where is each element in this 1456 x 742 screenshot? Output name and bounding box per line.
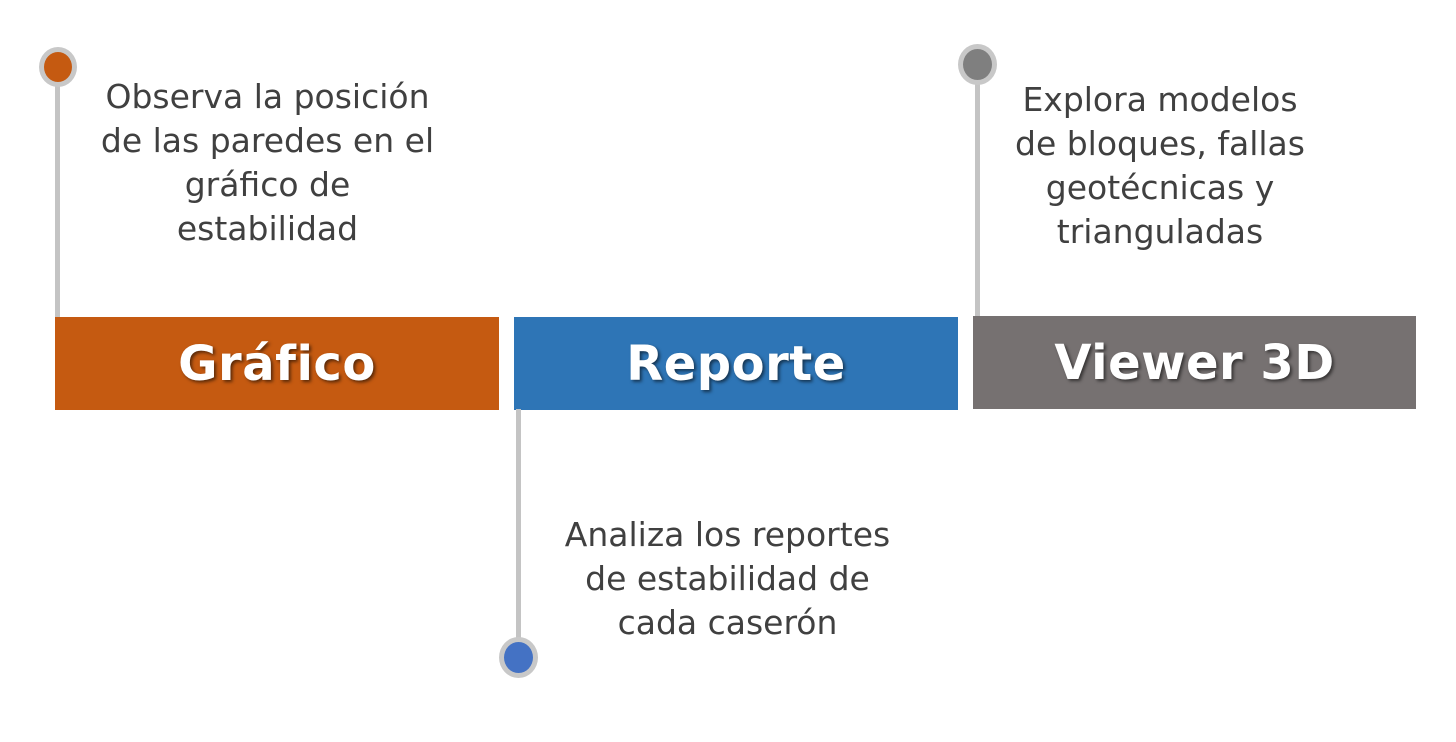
connector-viewer xyxy=(975,64,980,316)
marker-dot-viewer xyxy=(958,44,997,85)
marker-dot-grafico xyxy=(39,47,77,87)
step-band-reporte: Reporte xyxy=(514,317,958,410)
connector-reporte xyxy=(516,409,521,659)
marker-dot-reporte xyxy=(499,637,538,678)
step-label-grafico: Gráfico xyxy=(178,335,376,392)
step-band-viewer: Viewer 3D xyxy=(973,316,1416,409)
step-label-reporte: Reporte xyxy=(626,335,846,392)
step-label-viewer: Viewer 3D xyxy=(1054,334,1335,391)
connector-grafico xyxy=(55,68,60,318)
description-viewer: Explora modelos de bloques, fallas geoté… xyxy=(1015,80,1305,251)
description-reporte: Analiza los reportes de estabilidad de c… xyxy=(564,515,891,642)
step-band-grafico: Gráfico xyxy=(55,317,499,410)
description-grafico: Observa la posición de las paredes en el… xyxy=(100,77,435,248)
